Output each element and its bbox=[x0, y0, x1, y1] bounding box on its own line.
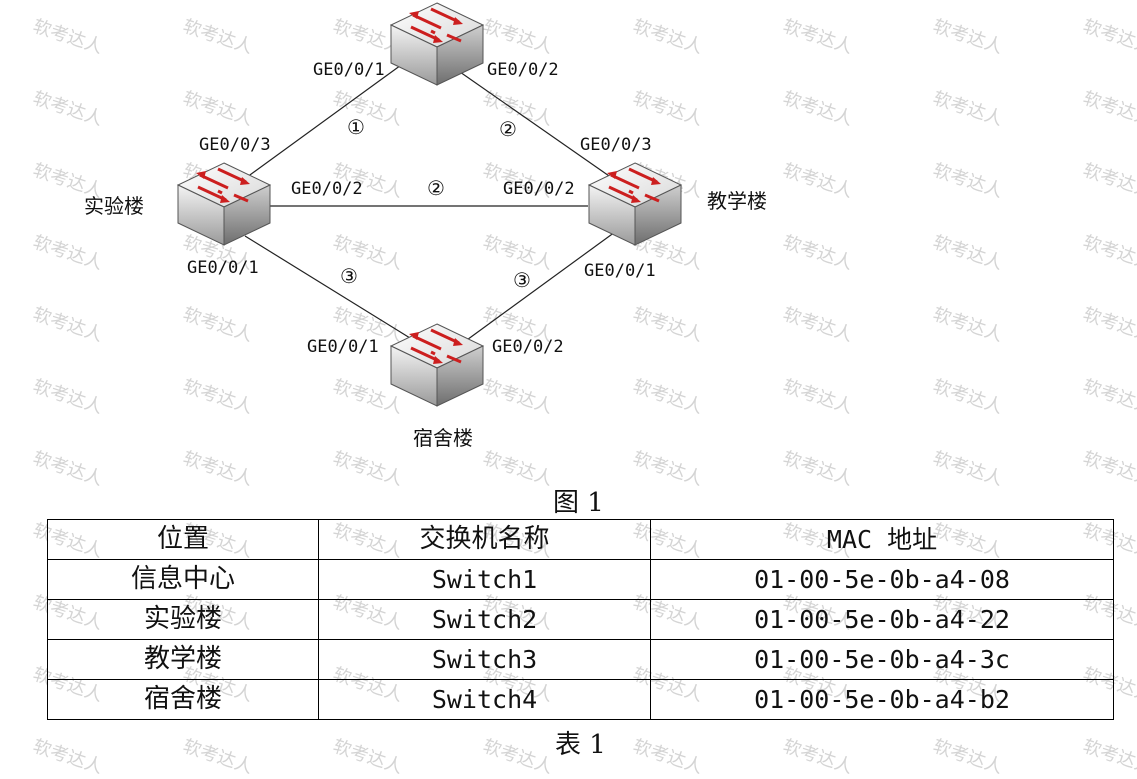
cell-switch-name: Switch3 bbox=[318, 639, 651, 680]
switch-top-icon bbox=[389, 1, 485, 87]
cell-switch-name: Switch4 bbox=[318, 679, 651, 720]
link-mark-top-right: ② bbox=[499, 117, 517, 141]
label-right-building: 教学楼 bbox=[707, 189, 767, 213]
cell-mac-address: 01-00-5e-0b-a4-3c bbox=[650, 639, 1114, 680]
cell-location: 信息中心 bbox=[47, 559, 319, 600]
port-left-ge1: GE0/0/1 bbox=[187, 258, 259, 278]
link-mark-right-bottom: ③ bbox=[513, 268, 531, 292]
table-header-row: 位置 交换机名称 MAC 地址 bbox=[47, 519, 1114, 560]
switch-right-icon bbox=[587, 161, 683, 247]
link-right-bottom bbox=[459, 231, 616, 346]
link-mark-top-left: ① bbox=[347, 115, 365, 139]
port-bottom-ge1: GE0/0/1 bbox=[307, 337, 379, 357]
table-row: 信息中心 Switch1 01-00-5e-0b-a4-08 bbox=[47, 559, 1114, 600]
table-row: 宿舍楼 Switch4 01-00-5e-0b-a4-b2 bbox=[47, 679, 1114, 720]
table-caption: 表 1 bbox=[555, 730, 606, 760]
port-left-ge2: GE0/0/2 bbox=[291, 179, 363, 199]
port-right-ge2: GE0/0/2 bbox=[503, 179, 575, 199]
table-row: 教学楼 Switch3 01-00-5e-0b-a4-3c bbox=[47, 639, 1114, 680]
link-left-bottom bbox=[244, 235, 411, 339]
link-top-left bbox=[242, 59, 409, 181]
watermark-text: 软考达人 bbox=[780, 735, 856, 779]
watermark-text: 软考达人 bbox=[480, 735, 556, 779]
label-left-building: 实验楼 bbox=[84, 194, 144, 218]
figure-caption: 图 1 bbox=[553, 488, 604, 518]
header-location: 位置 bbox=[47, 519, 319, 560]
link-mark-left-bottom: ③ bbox=[340, 264, 358, 288]
header-mac-address: MAC 地址 bbox=[650, 519, 1114, 560]
watermark-text: 软考达人 bbox=[630, 735, 706, 779]
cell-switch-name: Switch1 bbox=[318, 559, 651, 600]
cell-mac-address: 01-00-5e-0b-a4-22 bbox=[650, 599, 1114, 640]
link-top-right bbox=[459, 71, 613, 179]
cell-location: 实验楼 bbox=[47, 599, 319, 640]
cell-switch-name: Switch2 bbox=[318, 599, 651, 640]
watermark-text: 软考达人 bbox=[30, 735, 106, 779]
watermark-text: 软考达人 bbox=[930, 735, 1006, 779]
switch-left-icon bbox=[176, 161, 272, 247]
port-top-ge1: GE0/0/1 bbox=[313, 60, 385, 80]
table-row: 实验楼 Switch2 01-00-5e-0b-a4-22 bbox=[47, 599, 1114, 640]
port-bottom-ge2: GE0/0/2 bbox=[492, 337, 564, 357]
switch-bottom-icon bbox=[389, 322, 485, 408]
header-switch-name: 交换机名称 bbox=[318, 519, 651, 560]
cell-mac-address: 01-00-5e-0b-a4-b2 bbox=[650, 679, 1114, 720]
port-right-ge3: GE0/0/3 bbox=[580, 135, 652, 155]
cell-mac-address: 01-00-5e-0b-a4-08 bbox=[650, 559, 1114, 600]
label-bottom-building: 宿舍楼 bbox=[413, 426, 473, 450]
network-topology-diagram: 实验楼 教学楼 宿舍楼 GE0/0/1 GE0/0/2 GE0/0/3 GE0/… bbox=[84, 1, 767, 450]
port-top-ge2: GE0/0/2 bbox=[487, 60, 559, 80]
port-left-ge3: GE0/0/3 bbox=[199, 135, 271, 155]
cell-location: 教学楼 bbox=[47, 639, 319, 680]
watermark-text: 软考达人 bbox=[1080, 735, 1137, 779]
port-right-ge1: GE0/0/1 bbox=[584, 261, 656, 281]
watermark-text: 软考达人 bbox=[330, 735, 406, 779]
watermark-text: 软考达人 bbox=[180, 735, 256, 779]
cell-location: 宿舍楼 bbox=[47, 679, 319, 720]
link-mark-left-right: ② bbox=[427, 176, 445, 200]
mac-address-table: 位置 交换机名称 MAC 地址 信息中心 Switch1 01-00-5e-0b… bbox=[47, 519, 1114, 720]
